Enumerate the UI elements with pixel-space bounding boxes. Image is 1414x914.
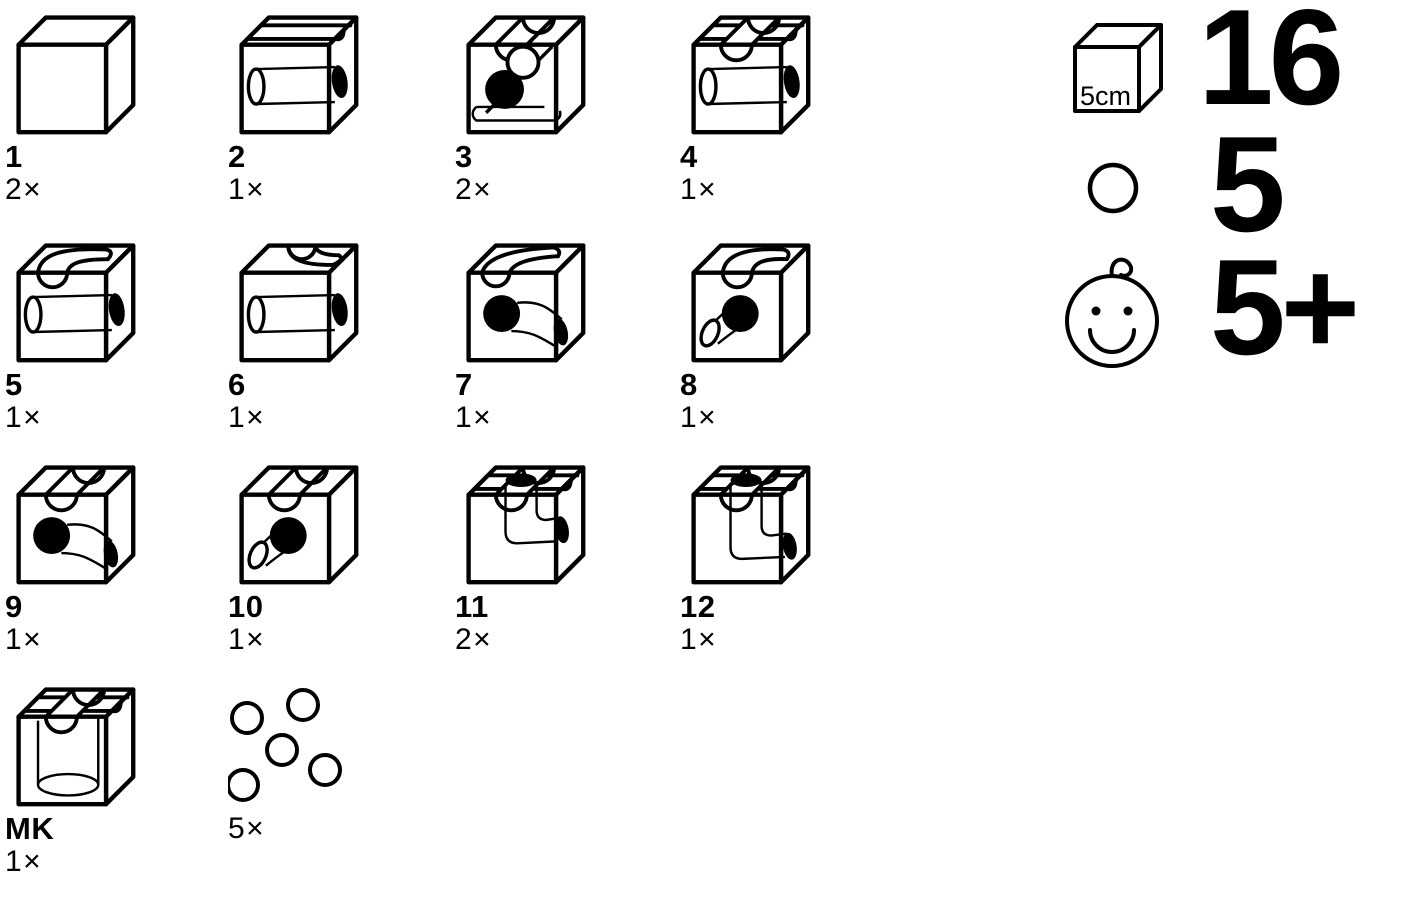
cube-size-label: 5cm bbox=[1080, 81, 1132, 111]
age-rating: 5+ bbox=[1210, 231, 1360, 383]
cube-8-icon bbox=[680, 228, 816, 368]
part-cube-3: 3 2× bbox=[455, 0, 665, 206]
part-number: 8 bbox=[680, 367, 698, 402]
part-cube-2: 2 1× bbox=[228, 0, 438, 206]
part-cube-12: 12 1× bbox=[680, 450, 890, 656]
part-number: 2 bbox=[228, 139, 246, 174]
part-number: 11 bbox=[455, 589, 489, 624]
cube-12-icon bbox=[680, 450, 816, 590]
part-cube-10: 10 1× bbox=[228, 450, 438, 656]
part-number: 5 bbox=[5, 367, 23, 402]
cube-3-icon bbox=[455, 0, 591, 140]
cube-4-icon bbox=[680, 0, 816, 140]
part-number: 10 bbox=[228, 589, 264, 624]
marble-circle-icon bbox=[1087, 162, 1139, 214]
part-count: 5× bbox=[228, 812, 266, 845]
part-count: 1× bbox=[680, 623, 718, 656]
part-cube-9: 9 1× bbox=[5, 450, 215, 656]
cube-9-icon bbox=[5, 450, 141, 590]
part-count: 1× bbox=[5, 845, 43, 878]
part-cube-mk: MK 1× bbox=[5, 672, 215, 878]
part-number: 6 bbox=[228, 367, 246, 402]
part-count: 1× bbox=[5, 401, 43, 434]
part-count: 2× bbox=[5, 173, 43, 206]
part-cube-6: 6 1× bbox=[228, 228, 438, 434]
cube-1-icon bbox=[5, 0, 141, 140]
part-count: 1× bbox=[228, 623, 266, 656]
part-count: 1× bbox=[680, 401, 718, 434]
cube-count: 16 bbox=[1198, 0, 1344, 133]
part-marbles: 5× bbox=[228, 672, 438, 845]
part-count: 2× bbox=[455, 623, 493, 656]
child-face-icon bbox=[1065, 257, 1159, 368]
part-number: 3 bbox=[455, 139, 473, 174]
marbles-icon bbox=[228, 688, 342, 802]
cube-2-icon bbox=[228, 0, 364, 140]
cube-10-icon bbox=[228, 450, 364, 590]
part-count: 1× bbox=[680, 173, 718, 206]
cube-5-icon bbox=[5, 228, 141, 368]
part-cube-1: 1 2× bbox=[5, 0, 215, 206]
part-number: 12 bbox=[680, 589, 716, 624]
cube-mk-icon bbox=[5, 672, 141, 812]
part-cube-7: 7 1× bbox=[455, 228, 665, 434]
measure-cube-icon bbox=[1073, 23, 1163, 113]
part-number: 4 bbox=[680, 139, 698, 174]
part-number: 9 bbox=[5, 589, 23, 624]
part-number: 7 bbox=[455, 367, 473, 402]
part-cube-8: 8 1× bbox=[680, 228, 890, 434]
part-count: 1× bbox=[5, 623, 43, 656]
part-cube-5: 5 1× bbox=[5, 228, 215, 434]
part-cube-4: 4 1× bbox=[680, 0, 890, 206]
cube-6-icon bbox=[228, 228, 364, 368]
cube-7-icon bbox=[455, 228, 591, 368]
part-count: 2× bbox=[455, 173, 493, 206]
cube-11-icon bbox=[455, 450, 591, 590]
part-count: 1× bbox=[228, 401, 266, 434]
part-number: MK bbox=[5, 811, 55, 846]
marble-count: 5 bbox=[1210, 108, 1286, 260]
part-count: 1× bbox=[455, 401, 493, 434]
part-number: 1 bbox=[5, 139, 23, 174]
part-count: 1× bbox=[228, 173, 266, 206]
part-cube-11: 11 2× bbox=[455, 450, 665, 656]
